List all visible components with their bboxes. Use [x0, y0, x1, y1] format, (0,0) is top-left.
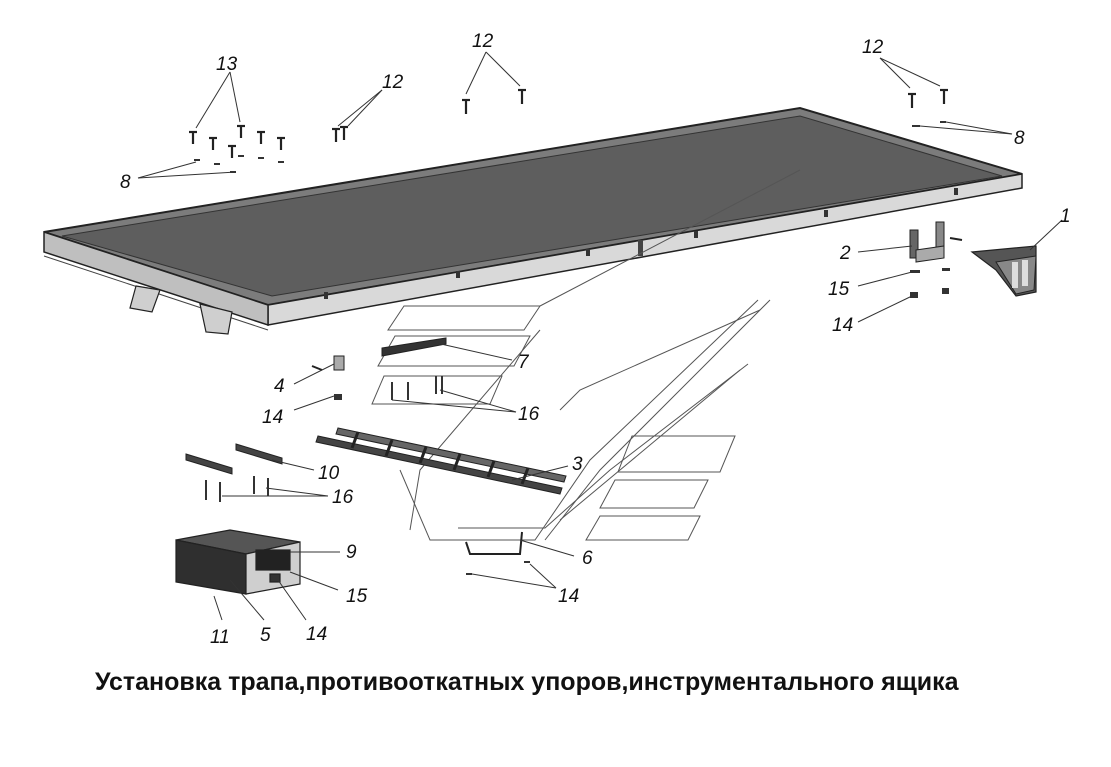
- callout-4: 4: [274, 376, 285, 397]
- callout-12-a: 12: [472, 31, 494, 52]
- bracket-part-2: [909, 221, 963, 263]
- callout-16-b: 16: [332, 487, 354, 508]
- callout-12-b: 12: [382, 72, 404, 93]
- callout-8-right: 8: [1014, 128, 1025, 149]
- ladder-part-3: [315, 427, 567, 495]
- callout-9: 9: [346, 542, 357, 563]
- leader-lines: [137, 51, 1063, 621]
- callout-6: 6: [582, 548, 593, 569]
- callout-15-b: 15: [346, 586, 368, 607]
- platform-part: [43, 106, 1023, 335]
- clip-part-4: [311, 355, 345, 400]
- callout-labels: 1 2 3 4 5 6 7 8 8 9 10 11 12 12 12 13 14…: [120, 31, 1071, 648]
- diagram-caption: Установка трапа,противооткатных упоров,и…: [95, 668, 959, 696]
- callout-5: 5: [260, 625, 271, 646]
- hardware-bottom: [466, 561, 530, 575]
- toolbox-part-9: [175, 529, 301, 595]
- callout-13: 13: [216, 54, 238, 75]
- callout-12-c: 12: [862, 37, 884, 58]
- callout-14-a: 14: [832, 315, 853, 336]
- bracket-part-6: [465, 531, 523, 555]
- bolts-group: [189, 88, 948, 158]
- callout-15-a: 15: [828, 279, 850, 300]
- callout-3: 3: [572, 454, 583, 475]
- callout-7: 7: [518, 352, 530, 373]
- callout-10: 10: [318, 463, 340, 484]
- callout-14-c: 14: [558, 586, 579, 607]
- callout-8-left: 8: [120, 172, 131, 193]
- callout-2: 2: [839, 243, 851, 264]
- callout-14-b: 14: [262, 407, 283, 428]
- callout-11: 11: [210, 627, 230, 648]
- callout-16-a: 16: [518, 404, 540, 425]
- bars-part-10: [185, 443, 283, 475]
- bar-part-7: [381, 337, 447, 357]
- chock-part-1: [970, 245, 1037, 297]
- callout-14-d: 14: [306, 624, 327, 645]
- callout-1: 1: [1060, 206, 1071, 227]
- hardware-right: [910, 268, 950, 298]
